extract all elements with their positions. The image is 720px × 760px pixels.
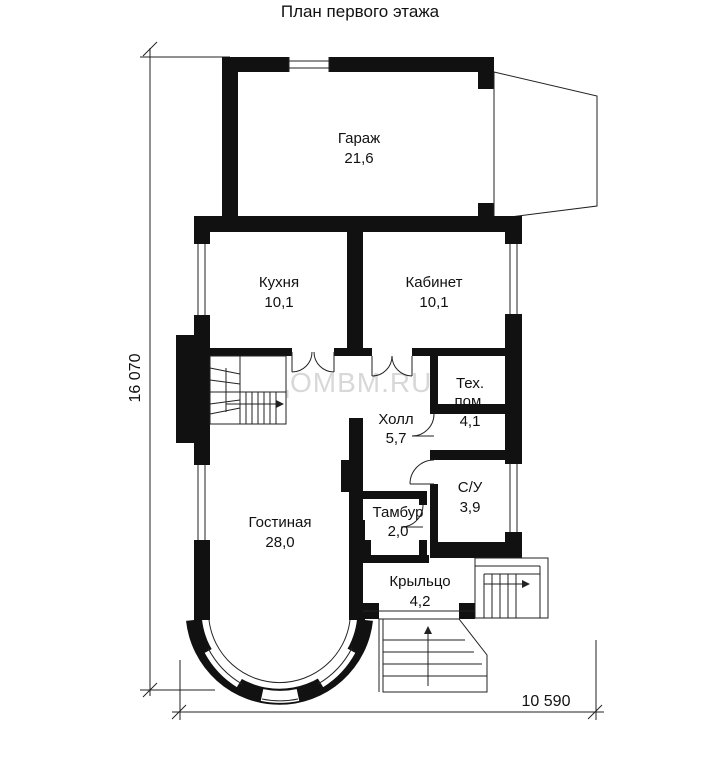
living-window [194,465,210,540]
garage-area: 21,6 [344,150,373,167]
bathroom-area: 3,9 [460,499,481,516]
width-dimension: 10 590 [171,640,604,720]
watermark: ДОМВМ.RU [270,367,432,398]
tech-room-door [411,413,435,437]
living-room-name: Гостиная [249,514,312,531]
garage-name: Гараж [338,130,380,147]
tech-room-area: 4,1 [460,413,481,430]
kitchen-name: Кухня [259,274,299,291]
vestibule-name: Тамбур [373,504,424,521]
living-bay [186,619,373,705]
height-dimension-label: 16 070 [127,353,144,402]
living-room-area: 28,0 [265,534,294,551]
plan-title: План первого этажа [280,2,440,21]
porch-area: 4,2 [410,593,431,610]
vestibule-door [400,504,424,528]
kitchen-door [291,351,335,373]
bathroom-door [409,459,435,485]
side-steps [474,557,549,619]
kitchen-area: 10,1 [264,294,293,311]
hall-name: Холл [378,411,413,428]
tech-room-name-2: пом. [455,393,486,410]
hall-area: 5,7 [386,430,407,447]
garage-gate-canopy [493,71,598,220]
staircase [209,355,287,425]
office-window [505,244,522,314]
bathroom-name: С/У [458,479,483,496]
vestibule-area: 2,0 [388,523,409,540]
office-name: Кабинет [405,274,462,291]
kitchen-window [194,244,210,315]
width-dimension-label: 10 590 [522,693,571,710]
front-steps [378,618,488,693]
garage-window [288,57,330,72]
porch-name: Крыльцо [389,573,450,590]
office-area: 10,1 [419,294,448,311]
house-walls [176,216,522,620]
garage-walls [222,57,494,219]
office-door [371,355,413,377]
tech-room-name-1: Тех. [456,375,484,392]
bathroom-window [505,464,522,532]
porch [363,563,475,612]
height-dimension: 16 070 [127,41,230,698]
